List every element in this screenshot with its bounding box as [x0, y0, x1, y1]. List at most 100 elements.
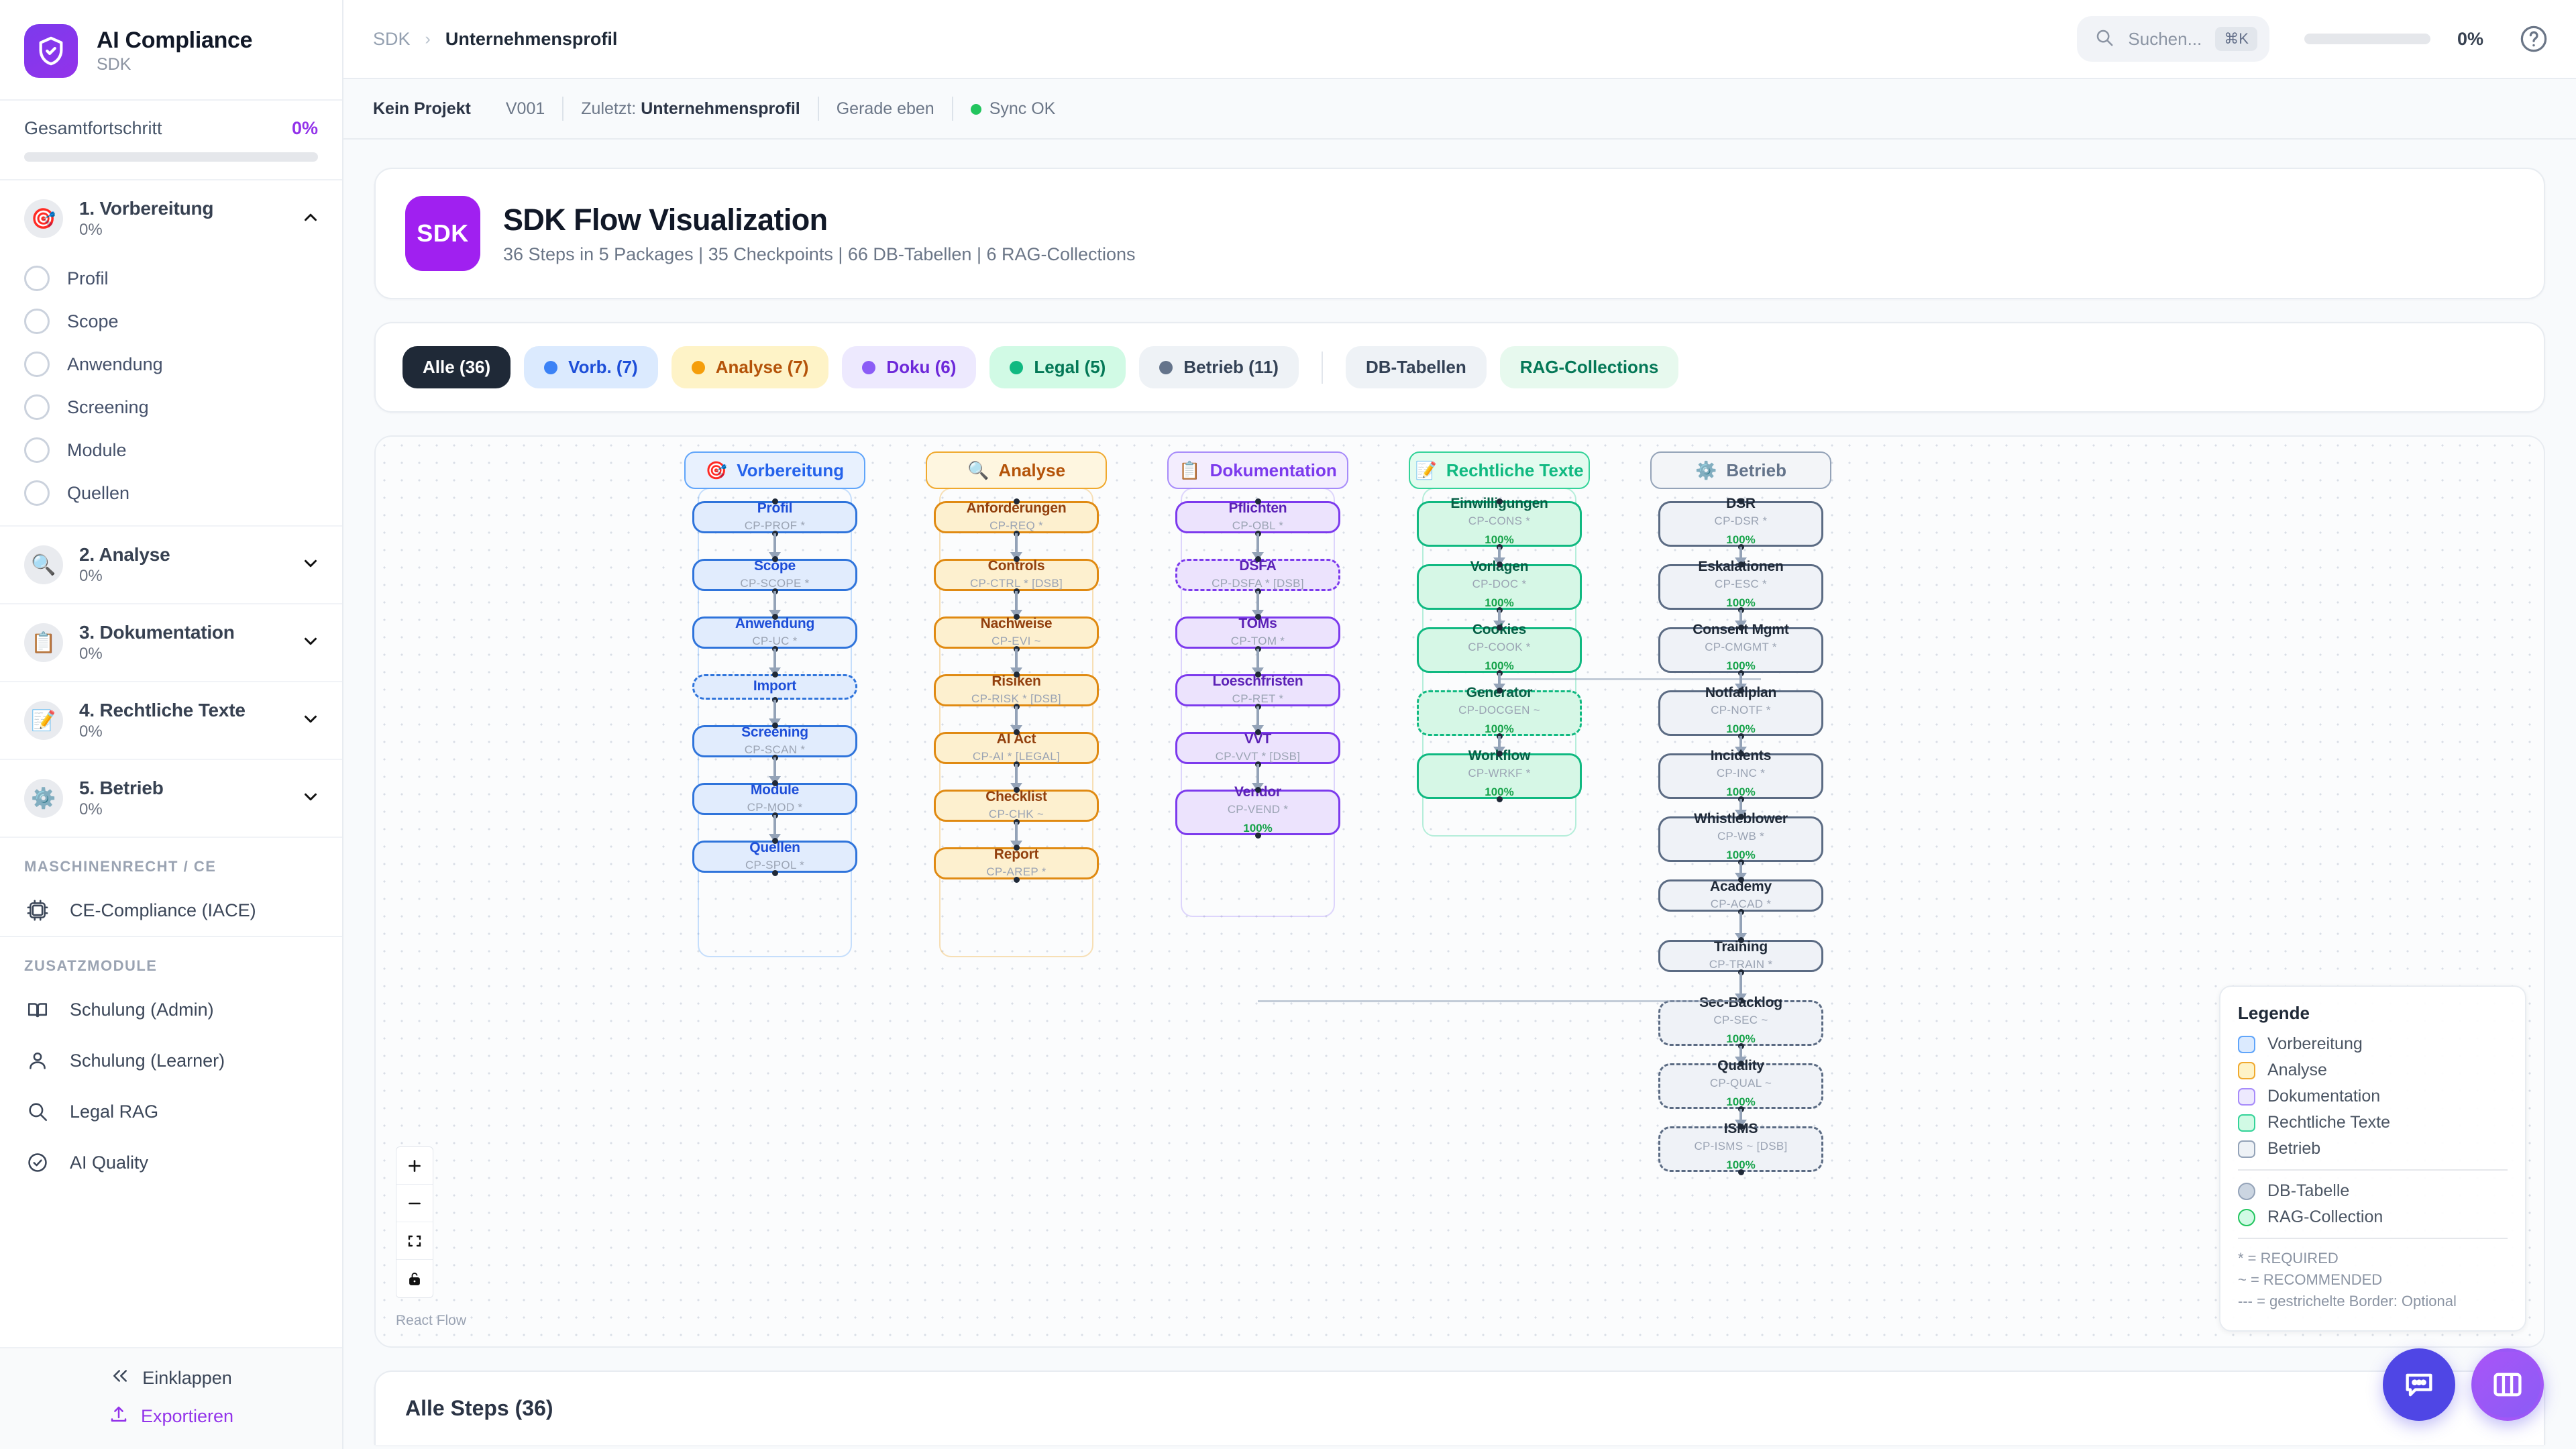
collapse-sidebar-button[interactable]: Einklappen	[110, 1366, 232, 1391]
flow-node-dsr[interactable]: DSRCP-DSR *100%	[1658, 496, 1823, 547]
zoom-out-icon[interactable]	[396, 1185, 433, 1222]
sidebar-item-scope[interactable]: Scope	[0, 300, 342, 343]
flow-node-code: CP-ACAD *	[1710, 898, 1772, 911]
step-status-radio[interactable]	[24, 266, 50, 291]
lock-icon[interactable]	[396, 1260, 433, 1297]
flow-node-title: Scope	[753, 557, 796, 574]
flow-edge	[1739, 673, 1742, 690]
flow-node-generator[interactable]: GeneratorCP-DOCGEN ~100%	[1417, 685, 1582, 736]
flow-node-incidents[interactable]: IncidentsCP-INC *100%	[1658, 748, 1823, 799]
chevron-down-icon[interactable]	[301, 553, 321, 577]
flow-cross-edge	[1258, 1000, 1741, 1002]
step-status-radio[interactable]	[24, 437, 50, 463]
chevron-down-icon[interactable]	[301, 631, 321, 655]
sidebar-item-schulung-admin[interactable]: Schulung (Admin)	[0, 984, 342, 1035]
sidebar-item-ce-compliance[interactable]: CE-Compliance (IACE)	[0, 885, 342, 936]
filter-chip-alle-36[interactable]: Alle (36)	[402, 346, 511, 388]
flow-node-cookies[interactable]: CookiesCP-COOK *100%	[1417, 622, 1582, 673]
flow-node-isms[interactable]: ISMSCP-ISMS ~ [DSB]100%	[1658, 1121, 1823, 1172]
flow-node-whistleblower[interactable]: WhistleblowerCP-WB *100%	[1658, 811, 1823, 862]
all-steps-title: Alle Steps (36)	[405, 1396, 553, 1420]
chevron-up-icon[interactable]	[301, 207, 321, 231]
fit-view-icon[interactable]	[396, 1222, 433, 1260]
export-button[interactable]: Exportieren	[109, 1404, 233, 1429]
flow-node-quality[interactable]: QualityCP-QUAL ~100%	[1658, 1058, 1823, 1109]
chevron-down-icon[interactable]	[301, 709, 321, 733]
filter-chip-rag-collections[interactable]: RAG-Collections	[1499, 346, 1679, 388]
sidebar-item-quellen[interactable]: Quellen	[0, 472, 342, 515]
flow-node-code: CP-UC *	[752, 635, 798, 648]
search-placeholder: Suchen...	[2128, 28, 2202, 49]
meta-sync-label: Sync OK	[989, 99, 1056, 118]
flow-node-workflow[interactable]: WorkflowCP-WRKF *100%	[1417, 748, 1582, 799]
breadcrumb-root[interactable]: SDK	[373, 28, 411, 49]
step-status-radio[interactable]	[24, 394, 50, 420]
flow-node-port	[1254, 729, 1261, 735]
flow-node-einwilligungen[interactable]: EinwilligungenCP-CONS *100%	[1417, 496, 1582, 547]
flow-node-notfallplan[interactable]: NotfallplanCP-NOTF *100%	[1658, 685, 1823, 736]
zoom-in-icon[interactable]	[396, 1147, 433, 1185]
step-status-radio[interactable]	[24, 352, 50, 377]
sidebar-item-schulung-learner[interactable]: Schulung (Learner)	[0, 1035, 342, 1086]
sidebar-item-legal-rag[interactable]: Legal RAG	[0, 1086, 342, 1137]
zoom-controls[interactable]	[396, 1146, 433, 1298]
sidebar-item-module[interactable]: Module	[0, 429, 342, 472]
filter-chip-legal-5[interactable]: Legal (5)	[989, 346, 1126, 388]
column-label: Dokumentation	[1210, 460, 1337, 480]
search-input[interactable]: Suchen... ⌘K	[2077, 16, 2269, 62]
legend-category-row: Betrieb	[2238, 1139, 2508, 1159]
panel-fab[interactable]	[2471, 1348, 2544, 1421]
brand-subtitle: SDK	[97, 55, 131, 74]
filter-chip-analyse-7[interactable]: Analyse (7)	[671, 346, 829, 388]
chip-icon	[24, 897, 51, 924]
filter-chip-betrieb-11[interactable]: Betrieb (11)	[1139, 346, 1299, 388]
flow-node-vendor[interactable]: VendorCP-VEND *100%	[1175, 784, 1340, 835]
flow-edge	[773, 815, 776, 841]
sidebar-item-profil[interactable]: Profil	[0, 257, 342, 300]
flow-node-sec-backlog[interactable]: Sec-BacklogCP-SEC ~100%	[1658, 995, 1823, 1046]
flow-node-eskalationen[interactable]: EskalationenCP-ESC *100%	[1658, 559, 1823, 610]
filter-chip-doku-6[interactable]: Doku (6)	[842, 346, 977, 388]
filter-chip-vorb-7[interactable]: Vorb. (7)	[524, 346, 658, 388]
chevron-down-icon[interactable]	[301, 787, 321, 810]
sidebar-item-ai-quality[interactable]: AI Quality	[0, 1137, 342, 1188]
flow-node-vorlagen[interactable]: VorlagenCP-DOC *100%	[1417, 559, 1582, 610]
sidebar-item-screening[interactable]: Screening	[0, 386, 342, 429]
step-status-radio[interactable]	[24, 480, 50, 506]
chat-fab[interactable]	[2383, 1348, 2455, 1421]
sidebar-item-label: CE-Compliance (IACE)	[70, 900, 256, 920]
filter-chip-db-tabellen[interactable]: DB-Tabellen	[1345, 346, 1487, 388]
help-icon[interactable]	[2518, 23, 2549, 54]
step-status-radio[interactable]	[24, 309, 50, 334]
flow-node-import[interactable]: Import	[692, 674, 857, 700]
sidebar-item-anwendung[interactable]: Anwendung	[0, 343, 342, 386]
